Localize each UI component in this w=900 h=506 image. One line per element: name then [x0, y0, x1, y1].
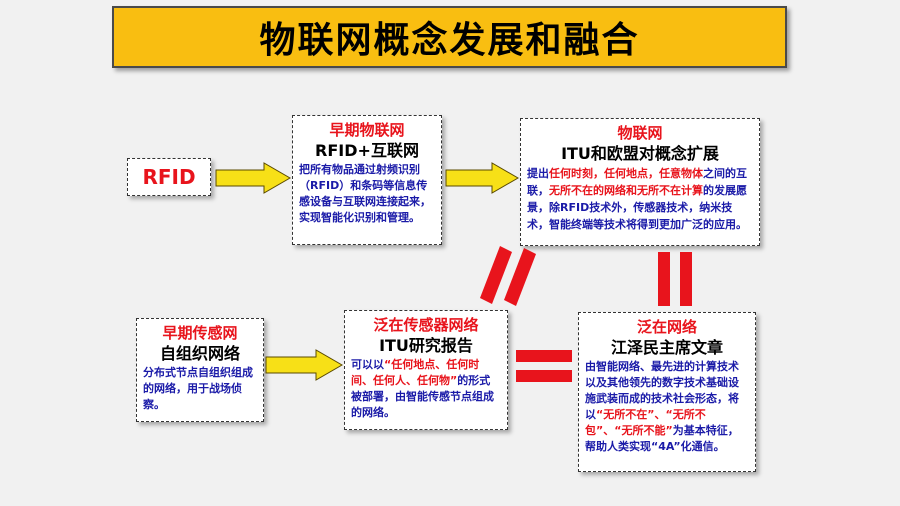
ubiq-sensor-title: 泛在传感器网络 [373, 316, 479, 334]
early-sensor-box: 早期传感网 自组织网络 分布式节点自组织组成的网络，用于战场侦察。 [136, 318, 264, 422]
ubiq-sensor-body-part: 的形式被部署，由智能传感节点组成的网络。 [351, 374, 494, 419]
iot-body-part: 任何时刻，任何地点，任意物体 [549, 167, 703, 180]
early-sensor-title: 早期传感网 [162, 324, 238, 342]
early-sensor-subtitle: 自组织网络 [159, 344, 240, 363]
ubiq-sensor-body: 可以以“任何地点、任何时间、任何人、任何物”的形式被部署，由智能传感节点组成的网… [345, 357, 507, 421]
ubiq-sensor-body-part: “任何地点、任何时间、任何人、任何物” [351, 358, 480, 387]
iot-box: 物联网 ITU和欧盟对概念扩展 提出任何时刻，任何地点，任意物体之间的互联，无所… [520, 118, 760, 246]
equal-sign-diagonal [480, 246, 536, 306]
ubiq-net-body-part: “无所不在”、“无所不包”、“无所不能” [585, 408, 706, 437]
iot-body-part: 无所不在的网络和无所不在计算 [549, 184, 703, 197]
early-iot-title: 早期物联网 [329, 121, 405, 139]
ubiq-net-title: 泛在网络 [636, 318, 697, 336]
ubiq-sensor-box: 泛在传感器网络 ITU研究报告 可以以“任何地点、任何时间、任何人、任何物”的形… [344, 310, 508, 430]
page-title: 物联网概念发展和融合 [112, 6, 787, 68]
ubiq-sensor-body-part: 可以以 [351, 358, 384, 371]
early-sensor-body: 分布式节点自组织组成的网络，用于战场侦察。 [143, 366, 253, 411]
iot-subtitle: ITU和欧盟对概念扩展 [561, 144, 719, 163]
ubiq-net-box: 泛在网络 江泽民主席文章 由智能网络、最先进的计算技术以及其他领先的数字技术基础… [578, 312, 756, 472]
ubiq-net-body-part: 由智能网络、最先进的计算技术以及其他领先的数字技术基础设施武装而成的技术社会形态… [585, 360, 739, 421]
arrow-early-sensor-to-ubiq-sensor [265, 349, 344, 381]
ubiq-sensor-subtitle: ITU研究报告 [379, 336, 473, 355]
early-iot-body: 把所有物品通过射频识别（RFID）和条码等信息传感设备与互联网连接起来，实现智能… [299, 163, 431, 224]
iot-body-part: 提出 [527, 167, 549, 180]
early-iot-box: 早期物联网 RFID+互联网 把所有物品通过射频识别（RFID）和条码等信息传感… [292, 115, 442, 245]
ubiq-net-body: 由智能网络、最先进的计算技术以及其他领先的数字技术基础设施武装而成的技术社会形态… [579, 359, 755, 455]
equal-sign-vertical [658, 252, 692, 306]
iot-body: 提出任何时刻，任何地点，任意物体之间的互联，无所不在的网络和无所不在计算的发展愿… [521, 165, 759, 233]
rfid-box: RFID [127, 158, 211, 196]
iot-body-part: 的发展愿景，除RFID技术外，传感器技术，纳米技术，智能终端等技术将得到更加广泛… [527, 184, 747, 231]
early-iot-subtitle: RFID+互联网 [315, 141, 419, 160]
iot-title: 物联网 [617, 124, 663, 142]
ubiq-net-subtitle: 江泽民主席文章 [610, 338, 723, 357]
arrow-early-iot-to-iot [445, 162, 520, 194]
equal-sign-horizontal [516, 350, 572, 382]
ubiq-net-body-part: 为基本特征，帮助人类实现“4A”化通信。 [585, 424, 739, 453]
iot-body-part: 之间的互联， [527, 167, 747, 197]
arrow-rfid-to-early-iot [215, 162, 292, 194]
